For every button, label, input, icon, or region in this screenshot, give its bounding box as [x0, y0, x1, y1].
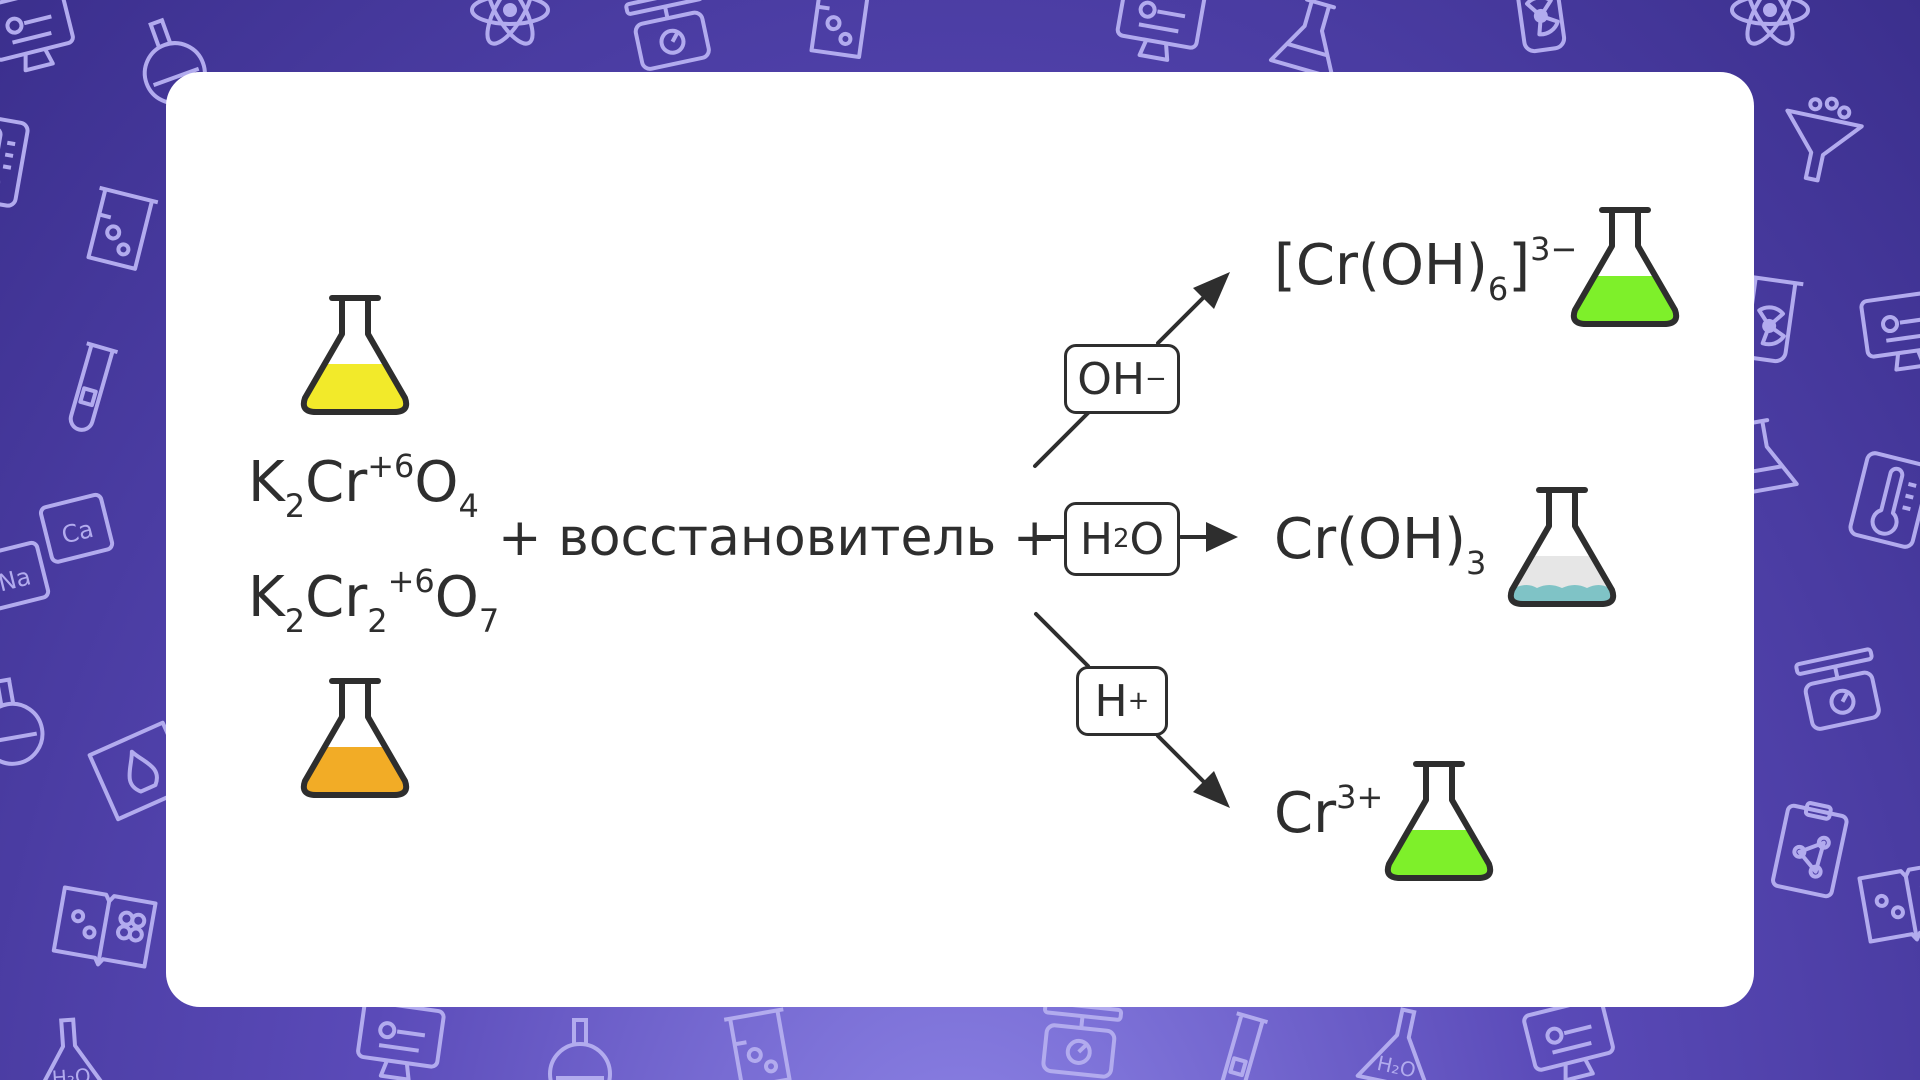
chromium-ion-solution [1387, 830, 1491, 878]
potassium-chromate-formula: K2Cr+6O4 [248, 450, 479, 522]
subscript: 3 [1466, 544, 1487, 582]
charge: 3+ [1336, 778, 1384, 816]
formula-text: Cr(OH) [1274, 507, 1467, 572]
acidic-arrow-line-upper [1034, 612, 1090, 668]
oxidation-state: +6 [387, 562, 435, 600]
alkaline-arrowhead [1193, 272, 1230, 309]
periodic-tile-icon: Na [0, 540, 51, 613]
reducing-agent-text: + восстановитель + [498, 508, 1057, 568]
chromium-ion-formula: Cr3+ [1274, 781, 1383, 842]
element-symbol: Cr [305, 565, 368, 630]
chromium-hydroxide-precipitate [1510, 585, 1614, 604]
element-symbol: H [1079, 513, 1113, 565]
neutral-product-flask [1507, 487, 1617, 607]
potassium-dichromate-formula: K2Cr2+6O7 [248, 565, 499, 637]
charge: 3− [1530, 230, 1578, 268]
hydrogen-symbol: H [1094, 675, 1128, 727]
hexahydroxochromate-solution [1573, 276, 1677, 324]
element-symbol: O [1129, 513, 1165, 565]
alkaline-arrow-line-lower [1033, 411, 1090, 468]
element-symbol: K [248, 450, 285, 515]
subscript: 7 [478, 602, 500, 640]
dichromate-solution [303, 747, 407, 795]
hexahydroxochromate-formula: [Cr(OH)6]3− [1274, 233, 1577, 305]
acidic-arrow-line-lower [1156, 734, 1208, 786]
acidic-arrowhead [1193, 771, 1230, 808]
chromate-solution [303, 364, 407, 412]
subscript: 2 [284, 602, 306, 640]
oxidation-state: +6 [367, 447, 415, 485]
neutral-arrowhead [1206, 522, 1238, 552]
formula-text: Cr [1274, 781, 1337, 846]
element-symbol: O [414, 450, 459, 515]
alkaline-arrow-line-upper [1156, 293, 1208, 345]
dichromate-flask [300, 678, 410, 798]
element-symbol: K [248, 565, 285, 630]
chromium-hydroxide-formula: Cr(OH)3 [1274, 512, 1486, 580]
acidic-product-flask [1384, 761, 1494, 881]
chromate-flask [300, 295, 410, 415]
subscript: 2 [284, 487, 306, 525]
formula-text: ] [1508, 233, 1531, 298]
alkaline-product-flask [1570, 207, 1680, 327]
content-card [166, 72, 1754, 1007]
subscript: 4 [458, 487, 479, 525]
subscript: 6 [1487, 270, 1509, 308]
hydroxide-symbol: OH [1077, 353, 1145, 405]
alkaline-condition-label: OH− [1064, 344, 1180, 414]
element-symbol: Cr [305, 450, 368, 515]
element-symbol: O [434, 565, 479, 630]
subscript: 2 [367, 602, 388, 640]
acidic-condition-label: H+ [1076, 666, 1168, 736]
formula-text: [Cr(OH) [1274, 233, 1488, 298]
